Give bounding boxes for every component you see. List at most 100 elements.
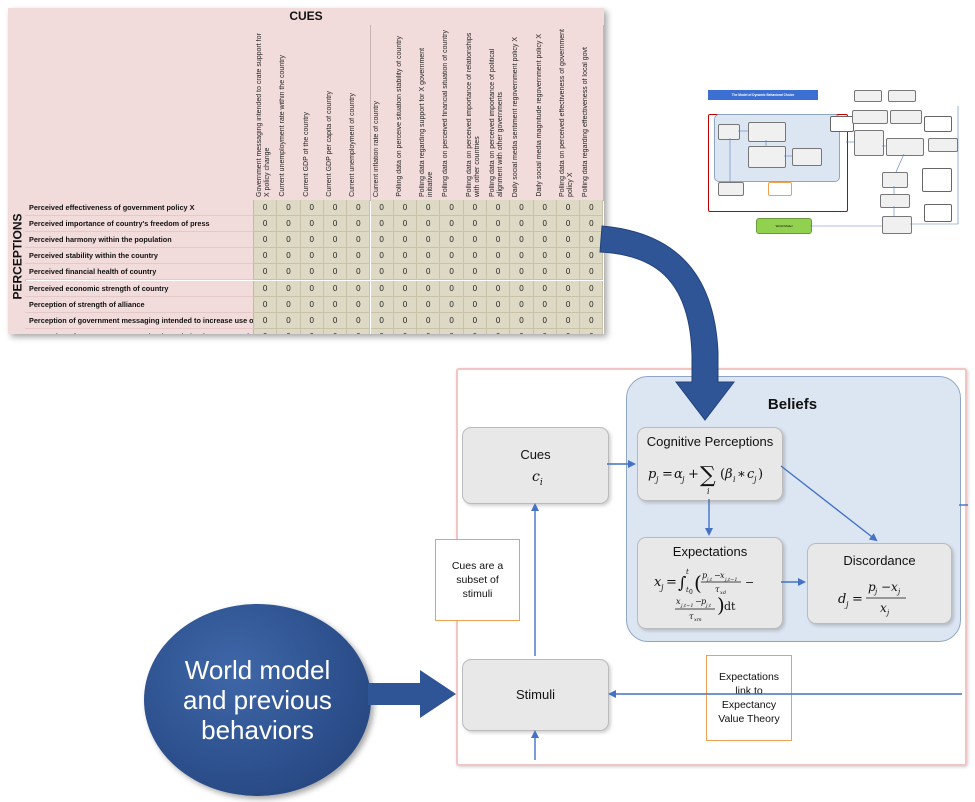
- matrix-cell: 0: [347, 296, 371, 313]
- matrix-cell: 0: [533, 264, 557, 281]
- svg-text:i: i: [733, 475, 736, 484]
- matrix-cell: 0: [393, 264, 418, 281]
- matrix-cell: 0: [556, 216, 581, 233]
- matrix-cell: 0: [323, 312, 348, 329]
- matrix-cell: 0: [556, 264, 581, 281]
- matrix-cell: 0: [463, 296, 487, 313]
- matrix-cell: 0: [580, 200, 604, 217]
- matrix-cell: 0: [277, 296, 301, 313]
- cues-subset-note: Cues are a subset of stimuli: [435, 539, 520, 621]
- matrix-cell: 0: [393, 280, 418, 297]
- matrix-cell: 0: [300, 200, 324, 217]
- matrix-cell: 0: [277, 328, 301, 334]
- matrix-cell: 0: [463, 248, 487, 265]
- svg-text:=: =: [662, 467, 673, 482]
- cues-title: Cues: [520, 447, 551, 462]
- perceptions-title: PERCEPTIONS: [10, 213, 25, 300]
- matrix-cell: 0: [510, 200, 534, 217]
- matrix-cell: 0: [417, 328, 441, 334]
- matrix-cell: 0: [463, 280, 487, 297]
- matrix-cell: 0: [254, 264, 278, 281]
- matrix-cell: 0: [300, 280, 324, 297]
- perception-row-label: Perception of government massaging inten…: [25, 328, 254, 334]
- svg-text:p: p: [701, 597, 706, 606]
- matrix-cell: 0: [440, 280, 464, 297]
- expectations-title: Expectations: [672, 544, 748, 559]
- perception-row-label: Perceived effectiveness of government po…: [25, 200, 254, 217]
- matrix-cell: 0: [323, 328, 348, 334]
- svg-text:∑: ∑: [700, 463, 716, 488]
- thumb-motivations: [886, 138, 924, 156]
- perception-row-label: Perceived importance of country's freedo…: [25, 216, 254, 233]
- matrix-cell: 0: [580, 328, 604, 334]
- svg-text:x: x: [654, 575, 662, 590]
- cues-symbol: c: [532, 469, 540, 485]
- matrix-cell: 0: [277, 312, 301, 329]
- matrix-cell: 0: [300, 264, 324, 281]
- matrix-cell: 0: [556, 232, 581, 249]
- cue-column-header: Current unemployment of country: [347, 25, 372, 201]
- matrix-cell: 0: [463, 216, 487, 233]
- thumb-behaviors: [882, 216, 912, 234]
- matrix-cell: 0: [440, 312, 464, 329]
- matrix-cell: 0: [393, 200, 418, 217]
- thumb-box-b: [888, 90, 916, 102]
- svg-text:α: α: [674, 467, 683, 482]
- cue-perception-matrix: CUES PERCEPTIONS Government messaging in…: [8, 8, 604, 334]
- matrix-cell: 0: [487, 328, 511, 334]
- thumb-box-c: [852, 110, 888, 124]
- perception-row-label: Perceived economic strength of country: [25, 280, 254, 297]
- svg-text:β: β: [724, 467, 733, 482]
- matrix-cell: 0: [440, 264, 464, 281]
- matrix-cell: 0: [440, 216, 464, 233]
- matrix-cell: 0: [323, 280, 348, 297]
- thumb-box-h: [922, 168, 952, 192]
- matrix-cell: 0: [347, 312, 371, 329]
- matrix-cell: 0: [580, 216, 604, 233]
- thumb-box-e: [924, 116, 952, 132]
- cue-column-label: Current unemployment rate within the cou…: [279, 55, 287, 197]
- svg-text:p: p: [702, 571, 707, 580]
- expectations-box: Expectations x j = ∫ t t 0 ( p j,t − x j…: [637, 537, 783, 629]
- matrix-cell: 0: [510, 264, 534, 281]
- beliefs-title: Beliefs: [767, 396, 818, 413]
- matrix-cell: 0: [254, 280, 278, 297]
- matrix-cell: 0: [323, 296, 348, 313]
- svg-text:j,t−1: j,t−1: [724, 577, 738, 583]
- discordance-box: Discordance d j = p j − x j x j: [807, 543, 952, 624]
- thumb-expectations: [748, 146, 786, 168]
- cue-column-header: Polling data on perceived effectiveness …: [556, 25, 582, 201]
- svg-text:dt: dt: [724, 600, 736, 613]
- cue-column-label: Polling data regarding effectiveness of …: [582, 46, 590, 197]
- cue-column-header: Government messaging intended to crate s…: [254, 25, 279, 201]
- matrix-cell: 0: [393, 248, 418, 265]
- svg-text:j: j: [654, 475, 659, 484]
- matrix-cell: 0: [440, 200, 464, 217]
- matrix-cell: 0: [487, 216, 511, 233]
- svg-text:x: x: [880, 601, 887, 615]
- matrix-cell: 0: [463, 312, 487, 329]
- matrix-cell: 0: [417, 248, 441, 265]
- svg-text:j: j: [873, 588, 878, 596]
- cues-header: CUES: [8, 8, 604, 26]
- perception-row-label: Perception of government messaging inten…: [25, 312, 254, 329]
- thumb-intentions: [882, 172, 908, 188]
- thumb-box-g: [880, 194, 910, 208]
- matrix-cell: 0: [393, 296, 418, 313]
- matrix-cell: 0: [417, 312, 441, 329]
- svg-text:τ: τ: [715, 585, 720, 594]
- matrix-cell: 0: [556, 248, 581, 265]
- matrix-cell: 0: [580, 232, 604, 249]
- cue-column-header: Current GDP per capita of country: [323, 25, 349, 201]
- matrix-cell: 0: [440, 296, 464, 313]
- matrix-cell: 0: [370, 328, 394, 334]
- matrix-cell: 0: [487, 200, 511, 217]
- cognitive-perceptions-title: Cognitive Perceptions: [646, 434, 774, 449]
- cue-column-label: Daily social media magnitude regovernmen…: [535, 34, 543, 197]
- cue-column-label: Polling data on perceived importance of …: [465, 32, 481, 197]
- matrix-cell: 0: [463, 200, 487, 217]
- svg-text:p: p: [868, 580, 876, 594]
- svg-text:j: j: [885, 609, 890, 617]
- matrix-cell: 0: [533, 328, 557, 334]
- matrix-cell: 0: [370, 296, 394, 313]
